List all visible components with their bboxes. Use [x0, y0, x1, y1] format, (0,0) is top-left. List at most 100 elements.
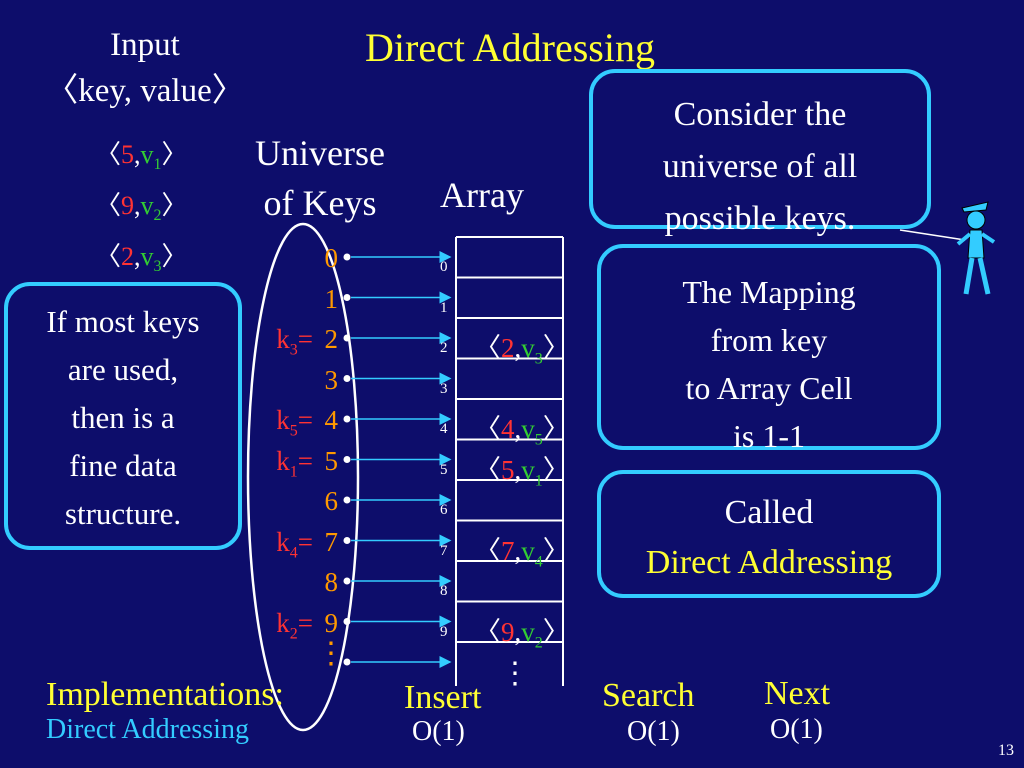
- page-number: 13: [998, 742, 1014, 759]
- universe-heading: Universe of Keys: [230, 128, 410, 228]
- most-keys-line: If most keys: [46, 304, 200, 339]
- character-icon: [956, 201, 996, 295]
- array-cell-dividers: [456, 276, 563, 643]
- callout-most-keys: If most keys are used, then is a fine da…: [4, 282, 242, 550]
- array-cell-entry: 〈2,v3〉: [474, 333, 570, 368]
- cell-value: v: [521, 616, 535, 647]
- called-line2: Direct Addressing: [645, 544, 893, 581]
- key-number: 2: [324, 324, 339, 354]
- key-row: 0: [262, 243, 342, 283]
- cell-value-sub: 3: [534, 350, 543, 368]
- key-number: 9: [324, 607, 339, 638]
- key-row: 8: [262, 567, 342, 607]
- array-index: 5: [440, 461, 448, 478]
- pair-key: 2: [121, 242, 135, 272]
- key-dot: [343, 415, 351, 423]
- cell-value-sub: 5: [534, 431, 543, 449]
- array-cell-entry: 〈5,v1〉: [474, 454, 570, 489]
- implementation-name: Direct Addressing: [46, 714, 249, 745]
- input-heading-line2: 〈key, value〉: [45, 73, 245, 109]
- array-index: 3: [440, 380, 448, 397]
- key-letter: k: [276, 445, 290, 476]
- array-index: 2: [440, 340, 448, 356]
- array-cell-entry: 〈4,v5〉: [474, 414, 570, 449]
- mapping-note-line: The Mapping: [682, 274, 856, 310]
- pair-value-sub: 2: [153, 207, 162, 225]
- callout-pointer-line: [899, 229, 966, 241]
- key-dot: [343, 577, 351, 585]
- cell-value: v: [521, 414, 535, 444]
- key-dot: [343, 537, 351, 544]
- most-keys-line: then is a: [71, 400, 175, 435]
- most-keys-line: structure.: [64, 496, 182, 531]
- key-number: 8: [324, 567, 339, 597]
- key-letter: k: [276, 405, 290, 435]
- array-cell-entry: 〈7,v4〉: [474, 535, 570, 570]
- universe-heading-line2: of Keys: [263, 183, 377, 223]
- key-number: 0: [324, 243, 339, 273]
- input-heading-line1: Input: [110, 27, 180, 63]
- cell-key: 7: [501, 535, 515, 566]
- most-keys-line: are used,: [67, 352, 179, 387]
- key-number: 6: [324, 486, 339, 516]
- cell-value: v: [521, 333, 535, 363]
- array-box: [455, 236, 564, 686]
- key-label: k3=: [276, 324, 313, 359]
- most-keys-line: fine data: [69, 448, 177, 483]
- cell-value: v: [521, 454, 535, 485]
- key-number: 4: [324, 405, 339, 435]
- mapping-note-line: to Array Cell: [685, 370, 853, 406]
- pair-value: v: [140, 242, 154, 272]
- pair-key: 5: [121, 140, 135, 169]
- key-row: k1=5: [262, 446, 342, 486]
- key-dot: [343, 253, 351, 261]
- key-row: k2=9: [262, 608, 342, 648]
- callout-called: Called Direct Addressing: [597, 470, 941, 598]
- key-row: k5=4: [262, 405, 342, 445]
- cell-key: 5: [501, 454, 515, 485]
- key-dot: [343, 496, 351, 504]
- array-index: 4: [440, 421, 448, 437]
- cell-value-sub: 4: [534, 552, 543, 570]
- key-number: 1: [324, 283, 339, 314]
- insert-label: Insert: [404, 679, 482, 716]
- key-subscript: 1: [289, 462, 298, 480]
- key-dot: [343, 618, 351, 625]
- key-subscript: 4: [289, 543, 298, 561]
- pair-value-sub: 3: [153, 258, 162, 276]
- array-index: 0: [440, 259, 448, 275]
- key-letter: k: [276, 607, 290, 638]
- key-letter: k: [276, 526, 290, 557]
- universe-ellipse: [246, 222, 360, 732]
- array-index: 9: [440, 623, 448, 640]
- key-dot: [343, 294, 351, 301]
- cell-value-sub: 2: [534, 633, 543, 651]
- input-pair: 〈5,v1〉: [95, 140, 188, 174]
- called-line1: Called: [724, 494, 814, 531]
- array-cell-entry: 〈9,v2〉: [474, 616, 570, 651]
- next-label: Next: [764, 675, 831, 712]
- pair-value: v: [140, 191, 154, 221]
- array-index: 1: [440, 299, 448, 316]
- slide-title: Direct Addressing: [365, 25, 655, 70]
- search-label: Search: [602, 677, 695, 714]
- implementations-label: Implementations:: [46, 676, 284, 713]
- key-dot: [343, 375, 351, 382]
- pair-value-sub: 1: [153, 156, 162, 174]
- cell-key: 9: [501, 616, 515, 647]
- cell-value: v: [521, 535, 535, 566]
- key-row: k4=7: [262, 527, 342, 567]
- callout-universe-note: Consider the universe of all possible ke…: [589, 69, 931, 237]
- key-subscript: 2: [289, 624, 298, 642]
- pair-value: v: [140, 140, 154, 169]
- key-label: k1=: [276, 445, 313, 480]
- universe-note-line: possible keys.: [664, 200, 856, 237]
- cell-key: 4: [501, 414, 515, 444]
- callout-mapping-note: The Mapping from key to Array Cell is 1-…: [597, 244, 941, 454]
- universe-note-line: Consider the: [673, 96, 847, 133]
- cell-key: 2: [501, 333, 515, 363]
- key-number: 7: [324, 526, 339, 557]
- array-index: 6: [440, 502, 448, 518]
- next-cost: O(1): [770, 714, 823, 745]
